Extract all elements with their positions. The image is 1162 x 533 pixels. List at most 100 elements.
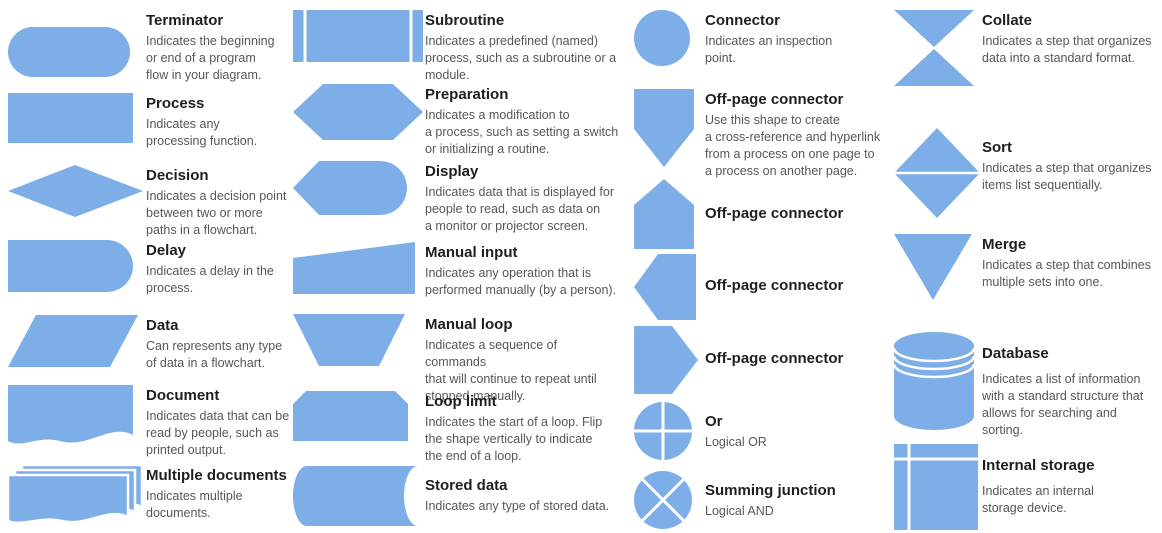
item-description: Indicates a sequence of commands that wi…	[425, 337, 597, 403]
item-title: Summing junction	[705, 481, 836, 499]
item-title: Collate	[982, 12, 1033, 29]
item-title: Terminator	[146, 12, 224, 29]
legend-item-sort: Sort Indicates a step that organizes ite…	[894, 128, 1162, 234]
document-shape	[8, 385, 133, 444]
item-title: Sort	[982, 139, 1012, 156]
item-description: Indicates a step that organizes items li…	[982, 161, 1152, 192]
off-page-connector-up-shape	[634, 179, 694, 250]
process-shape	[8, 93, 133, 143]
legend-item-collate: Collate Indicates a step that organizes …	[894, 10, 1162, 128]
legend-column-4: Collate Indicates a step that organizes …	[890, 10, 1162, 533]
item-description: Indicates data that is displayed for peo…	[425, 185, 615, 234]
off-page-connector-down-shape	[634, 88, 694, 167]
item-title: Merge	[982, 236, 1027, 253]
item-title: Data	[146, 317, 179, 334]
item-description: Can represents any type of data in a flo…	[146, 339, 283, 370]
off-page-connector-left-shape	[634, 253, 696, 320]
item-description: Indicates an internal storage device.	[982, 484, 1094, 515]
delay-shape	[8, 240, 133, 292]
legend-item-off-page-connector-down: Off-page connector Use this shape to cre…	[634, 88, 890, 179]
item-description: Indicates the beginning or end of a prog…	[146, 34, 275, 82]
item-description: Logical OR	[705, 434, 767, 449]
merge-shape	[894, 234, 972, 300]
item-title: Loop limit	[425, 392, 497, 410]
item-description: Indicates a step that organizes data int…	[982, 34, 1152, 65]
item-title: Internal storage	[982, 457, 1095, 474]
sort-shape	[894, 128, 980, 218]
legend-item-merge: Merge Indicates a step that combines mul…	[894, 234, 1162, 332]
subroutine-shape	[293, 10, 423, 62]
loop-limit-shape	[293, 390, 408, 441]
item-description: Logical AND	[705, 503, 774, 518]
legend-item-loop-limit: Loop limit Indicates the start of a loop…	[293, 390, 620, 466]
collate-shape	[894, 10, 974, 86]
legend-item-off-page-connector-left: Off-page connector	[634, 250, 890, 325]
item-title: Manual loop	[425, 315, 513, 333]
legend-item-manual-input: Manual input Indicates any operation tha…	[293, 242, 620, 313]
legend-item-or: Or Logical OR	[634, 395, 890, 466]
legend-item-preparation: Preparation Indicates a modification to …	[293, 84, 620, 161]
item-title: Off-page connector	[705, 350, 844, 368]
item-description: Indicates a modification to a process, s…	[425, 108, 619, 157]
item-title: Document	[146, 387, 220, 404]
legend-item-display: Display Indicates data that is displayed…	[293, 161, 620, 242]
item-title: Display	[425, 163, 479, 181]
item-description: Indicates the start of a loop. Flip the …	[425, 414, 603, 463]
item-title: Off-page connector	[705, 90, 844, 108]
terminator-shape	[8, 27, 130, 77]
legend-item-multiple-documents: Multiple documents Indicates multiple do…	[8, 465, 290, 533]
legend-item-off-page-connector-right: Off-page connector	[634, 324, 890, 395]
summing-junction-shape	[634, 470, 692, 529]
data-shape	[8, 315, 138, 367]
or-shape	[634, 401, 692, 460]
item-title: Decision	[146, 167, 209, 184]
manual-input-shape	[293, 242, 415, 295]
item-title: Delay	[146, 242, 187, 259]
item-title: Database	[982, 345, 1049, 362]
item-description: Indicates any type of stored data.	[425, 498, 610, 513]
item-description: Use this shape to create a cross-referen…	[705, 112, 881, 178]
legend-item-data: Data Can represents any type of data in …	[8, 315, 290, 385]
item-title: Subroutine	[425, 12, 505, 29]
legend-item-summing-junction: Summing junction Logical AND	[634, 466, 890, 533]
stored-data-shape	[293, 465, 418, 526]
legend-item-internal-storage: Internal storage Indicates an internal s…	[894, 444, 1162, 532]
item-description: Indicates any operation that is performe…	[425, 266, 617, 298]
display-shape	[293, 161, 407, 216]
item-description: Indicates a delay in the process.	[146, 264, 274, 295]
legend-column-3: Connector Indicates an inspection point.…	[620, 10, 890, 533]
legend-item-decision: Decision Indicates a decision point betw…	[8, 165, 290, 240]
database-shape	[894, 332, 974, 430]
item-description: Indicates multiple documents.	[146, 489, 243, 520]
legend-column-2: Subroutine Indicates a predefined (named…	[290, 10, 620, 533]
item-description: Indicates a list of information with a s…	[982, 372, 1144, 437]
item-title: Off-page connector	[705, 277, 844, 295]
item-title: Or	[705, 412, 723, 430]
preparation-shape	[293, 84, 423, 141]
item-description: Indicates a decision point between two o…	[146, 189, 287, 237]
legend-item-terminator: Terminator Indicates the beginning or en…	[8, 10, 290, 93]
item-description: Indicates an inspection point.	[705, 34, 833, 65]
internal-storage-shape	[894, 444, 978, 530]
item-description: Indicates any processing function.	[146, 117, 258, 148]
item-title: Process	[146, 95, 205, 112]
legend-item-stored-data: Stored data Indicates any type of stored…	[293, 465, 620, 533]
item-title: Connector	[705, 12, 780, 29]
multiple-documents-shape	[8, 465, 144, 525]
off-page-connector-right-shape	[634, 325, 698, 394]
legend-item-database: Database Indicates a list of information…	[894, 332, 1162, 444]
item-description: Indicates a step that combines multiple …	[982, 258, 1151, 289]
manual-loop-shape	[293, 313, 405, 366]
connector-shape	[634, 10, 690, 66]
legend-item-subroutine: Subroutine Indicates a predefined (named…	[293, 10, 620, 84]
legend-item-manual-loop: Manual loop Indicates a sequence of comm…	[293, 313, 620, 403]
item-title: Preparation	[425, 86, 509, 104]
legend-column-1: Terminator Indicates the beginning or en…	[0, 10, 290, 533]
item-title: Manual input	[425, 244, 518, 262]
item-title: Multiple documents	[146, 467, 287, 484]
legend-item-document: Document Indicates data that can be read…	[8, 385, 290, 465]
legend-item-process: Process Indicates any processing functio…	[8, 93, 290, 165]
item-title: Off-page connector	[705, 204, 844, 222]
legend-item-connector: Connector Indicates an inspection point.	[634, 10, 890, 89]
item-description: Indicates a predefined (named) process, …	[425, 34, 617, 82]
